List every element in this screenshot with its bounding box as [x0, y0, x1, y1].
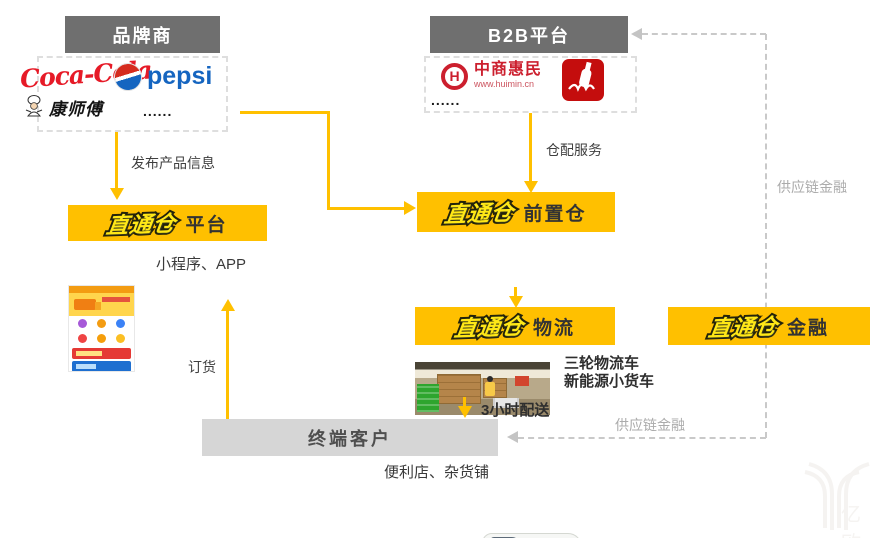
chef-mascot-icon	[25, 95, 43, 117]
warehouse-to-logistics-arrow-head	[509, 296, 523, 308]
brand-to-warehouse-line-v	[327, 111, 330, 210]
publish-arrow-line	[115, 132, 118, 188]
delivery-arrow-head	[458, 406, 472, 418]
b2b-to-warehouse-arrow-head	[524, 181, 538, 193]
delivery-label: 3小时配送	[481, 402, 550, 419]
scf-label-top: 供应链金融	[777, 179, 847, 195]
zhitongcang-logo: 直通仓	[705, 312, 782, 343]
master-kong-wordmark: 康师傅	[49, 99, 103, 119]
scf-arrow-to-b2b	[631, 28, 642, 40]
master-kong-logo: 康师傅	[23, 94, 103, 120]
logistics-box: 直通仓 物流	[415, 307, 615, 345]
order-arrow-head	[221, 299, 235, 311]
app-header-bar	[69, 286, 134, 293]
pepsi-globe-icon	[111, 59, 145, 94]
finance-box-label: 金融	[787, 317, 830, 339]
finance-box: 直通仓 金融	[668, 307, 870, 345]
publish-arrow-head	[110, 188, 124, 200]
b2b-header: B2B平台	[430, 16, 628, 53]
front-warehouse-box-label: 前置仓	[523, 203, 587, 225]
yiou-wordmark: 亿欧	[841, 504, 863, 538]
delivery-arrow-line	[463, 397, 466, 407]
order-arrow-line	[226, 310, 229, 419]
brand-more-dots: ......	[143, 103, 173, 119]
app-icon-row-1	[69, 316, 134, 331]
zhitongcang-logo: 直通仓	[441, 198, 518, 229]
publish-label: 发布产品信息	[131, 155, 215, 171]
brand-to-warehouse-line-h1	[240, 111, 330, 114]
b2b-to-warehouse-line	[529, 113, 532, 183]
brand-to-warehouse-line-h2	[327, 207, 405, 210]
logistics-caption-line1: 三轮物流车	[564, 355, 640, 372]
platform-caption: 小程序、APP	[156, 256, 247, 273]
scf-dashed-bottom-line	[518, 437, 766, 439]
pepsi-logo: pepsi	[111, 59, 213, 94]
front-warehouse-box: 直通仓 前置仓	[417, 192, 615, 232]
huimin-icon: H	[441, 62, 468, 90]
warehouse-photo-image	[415, 362, 550, 415]
scf-arrow-to-customer	[507, 431, 518, 443]
customer-caption: 便利店、杂货铺	[384, 464, 490, 481]
platform-box-label: 平台	[185, 214, 228, 236]
customer-box: 终端客户	[202, 419, 498, 456]
warehouse-service-label: 仓配服务	[546, 142, 602, 158]
brand-to-warehouse-arrow-head	[404, 201, 416, 215]
banner-text-block	[102, 297, 130, 302]
scf-dashed-vertical-line	[765, 34, 767, 438]
yiou-logo-icon	[804, 462, 870, 530]
app-icon-row-2	[69, 331, 134, 346]
huimin-url: www.huimin.cn	[474, 79, 535, 89]
app-screenshot-image	[68, 285, 135, 372]
yijiupi-logo	[562, 59, 604, 101]
logistics-caption-line2: 新能源小货车	[564, 373, 655, 390]
platform-box: 直通仓 平台	[68, 205, 267, 241]
logistics-box-label: 物流	[533, 317, 576, 339]
yiou-watermark: 亿欧	[795, 458, 880, 538]
order-label: 订货	[188, 359, 216, 375]
huimin-wordmark: 中商惠民	[474, 61, 543, 78]
zhitongcang-logo: 直通仓	[103, 209, 180, 240]
app-banner	[69, 293, 134, 316]
pepsi-wordmark: pepsi	[147, 62, 213, 90]
scf-label-bottom: 供应链金融	[615, 417, 685, 433]
b2b-header-label: B2B平台	[487, 25, 570, 46]
b2b-more-dots: ......	[431, 92, 461, 108]
huimin-logo: H 中商惠民 www.huimin.cn	[441, 62, 542, 91]
vehicles-photo-image	[420, 529, 587, 538]
scf-dashed-top-line	[642, 33, 766, 35]
brand-logos-box	[37, 56, 228, 132]
app-promo-strip-red	[72, 348, 131, 359]
zhitongcang-logo: 直通仓	[451, 312, 528, 343]
brand-header-label: 品牌商	[112, 25, 173, 46]
brand-header: 品牌商	[65, 16, 220, 53]
customer-box-label: 终端客户	[308, 428, 392, 449]
app-promo-strip-blue	[72, 361, 131, 371]
truck-illustration	[74, 299, 101, 310]
b2b-logos-box	[424, 56, 637, 113]
bottle-icon	[568, 61, 595, 92]
warehouse-to-logistics-line	[514, 287, 517, 297]
